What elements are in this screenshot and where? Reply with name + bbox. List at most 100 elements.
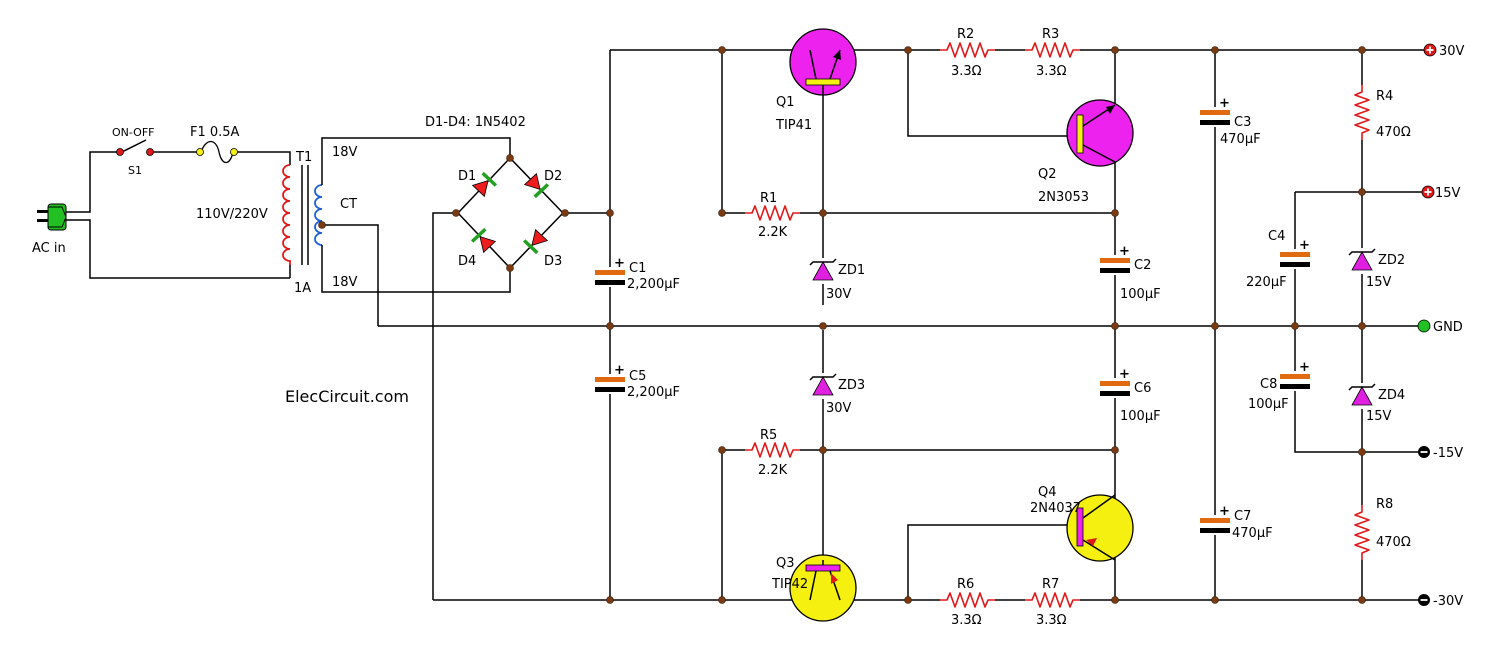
- capacitor-c4: +: [1277, 238, 1313, 269]
- r5-value: 2.2K: [758, 463, 788, 478]
- output-minus-30v: -30V: [1433, 594, 1463, 609]
- bridge-title: D1-D4: 1N5402: [425, 115, 526, 130]
- r5-ref: R5: [760, 428, 777, 443]
- q3-part: TIP42: [771, 577, 808, 592]
- ac-input-label: AC in: [32, 241, 66, 256]
- c4-ref: C4: [1268, 229, 1285, 244]
- c1-ref: C1: [629, 261, 646, 276]
- c8-value: 100µF: [1248, 397, 1289, 412]
- svg-text:+: +: [614, 256, 625, 271]
- q2-part: 2N3053: [1038, 190, 1089, 205]
- secondary-bottom-label: 18V: [332, 275, 358, 290]
- r8-ref: R8: [1376, 497, 1393, 512]
- svg-text:+: +: [1299, 238, 1310, 253]
- q4-ref: Q4: [1038, 485, 1057, 500]
- ac-plug-icon: [37, 203, 67, 231]
- zener-zd1: [809, 258, 837, 284]
- secondary-top-label: 18V: [332, 145, 358, 160]
- capacitor-c3: +: [1197, 96, 1233, 127]
- output-plus-30v: 30V: [1439, 44, 1465, 59]
- diode-d1-label: D1: [458, 169, 476, 184]
- capacitor-c1: +: [592, 256, 628, 287]
- resistor-r3: [1025, 42, 1080, 58]
- switch-state-label: ON-OFF: [112, 126, 154, 139]
- c3-ref: C3: [1234, 115, 1251, 130]
- resistor-r2: [940, 42, 995, 58]
- fuse-label: F1 0.5A: [190, 125, 240, 140]
- r1-ref: R1: [760, 191, 777, 206]
- transformer-primary-label: 110V/220V: [196, 207, 268, 222]
- resistor-r4: [1354, 85, 1370, 140]
- zd2-ref: ZD2: [1378, 253, 1405, 268]
- r7-ref: R7: [1042, 577, 1059, 592]
- c2-value: 100µF: [1120, 287, 1161, 302]
- watermark-text: ElecCircuit.com: [285, 387, 409, 406]
- c6-ref: C6: [1134, 381, 1151, 396]
- c5-value: 2,200µF: [627, 385, 680, 400]
- q2-ref: Q2: [1038, 167, 1057, 182]
- output-minus-15v: -15V: [1433, 446, 1463, 461]
- terminal-gnd: [1417, 319, 1431, 333]
- resistor-r1: [745, 205, 800, 221]
- terminal-plus-15v: [1421, 185, 1435, 199]
- c3-value: 470µF: [1220, 132, 1261, 147]
- c2-ref: C2: [1134, 258, 1151, 273]
- zd3-value: 30V: [826, 401, 852, 416]
- transistor-q2: [1066, 99, 1134, 167]
- terminal-minus-15v: [1418, 446, 1430, 458]
- diode-d2-label: D2: [544, 169, 562, 184]
- zd1-value: 30V: [826, 287, 852, 302]
- transistor-q4: [1066, 494, 1134, 562]
- q4-part: 2N4037: [1030, 501, 1081, 516]
- r1-value: 2.2K: [758, 225, 788, 240]
- capacitor-c7: +: [1197, 504, 1233, 535]
- c8-ref: C8: [1260, 377, 1277, 392]
- resistor-r5: [745, 442, 800, 458]
- resistor-r8: [1354, 505, 1370, 560]
- terminal-plus-30v: [1423, 43, 1437, 57]
- zd1-ref: ZD1: [838, 263, 865, 278]
- transformer-ref: T1: [295, 150, 312, 165]
- r8-value: 470Ω: [1376, 535, 1411, 550]
- svg-text:+: +: [1299, 360, 1310, 375]
- svg-text:+: +: [1119, 244, 1130, 259]
- bridge-rectifier: [456, 156, 565, 270]
- svg-text:+: +: [614, 363, 625, 378]
- zd3-ref: ZD3: [838, 378, 865, 393]
- switch-ref-label: S1: [128, 164, 142, 177]
- r3-ref: R3: [1042, 27, 1059, 42]
- r6-ref: R6: [957, 577, 974, 592]
- r2-value: 3.3Ω: [951, 64, 982, 79]
- q1-part: TIP41: [775, 118, 812, 133]
- output-plus-15v: 15V: [1435, 186, 1461, 201]
- svg-text:+: +: [1219, 96, 1230, 111]
- resistor-r6: [940, 592, 995, 608]
- c1-value: 2,200µF: [627, 277, 680, 292]
- diode-d4-label: D4: [458, 254, 476, 269]
- r7-value: 3.3Ω: [1036, 613, 1067, 628]
- capacitor-c6: +: [1097, 367, 1133, 398]
- fuse-f1: [196, 140, 238, 164]
- junction-dots: [318, 46, 1366, 604]
- svg-text:+: +: [1119, 367, 1130, 382]
- zd2-value: 15V: [1366, 275, 1392, 290]
- svg-text:+: +: [1219, 504, 1230, 519]
- r6-value: 3.3Ω: [951, 613, 982, 628]
- transformer-t1: [282, 164, 323, 265]
- r4-ref: R4: [1376, 89, 1393, 104]
- c7-ref: C7: [1234, 509, 1251, 524]
- capacitor-c5: +: [592, 363, 628, 394]
- q1-ref: Q1: [776, 95, 795, 110]
- capacitor-c2: +: [1097, 244, 1133, 275]
- c4-value: 220µF: [1246, 275, 1287, 290]
- c5-ref: C5: [629, 369, 646, 384]
- resistor-r7: [1025, 592, 1080, 608]
- diode-d3-label: D3: [544, 254, 562, 269]
- switch-s1: [116, 139, 154, 156]
- transistor-q1: [789, 28, 857, 96]
- center-tap-label: CT: [340, 197, 357, 212]
- zd4-value: 15V: [1366, 409, 1392, 424]
- zener-zd3: [809, 373, 837, 399]
- r2-ref: R2: [957, 27, 974, 42]
